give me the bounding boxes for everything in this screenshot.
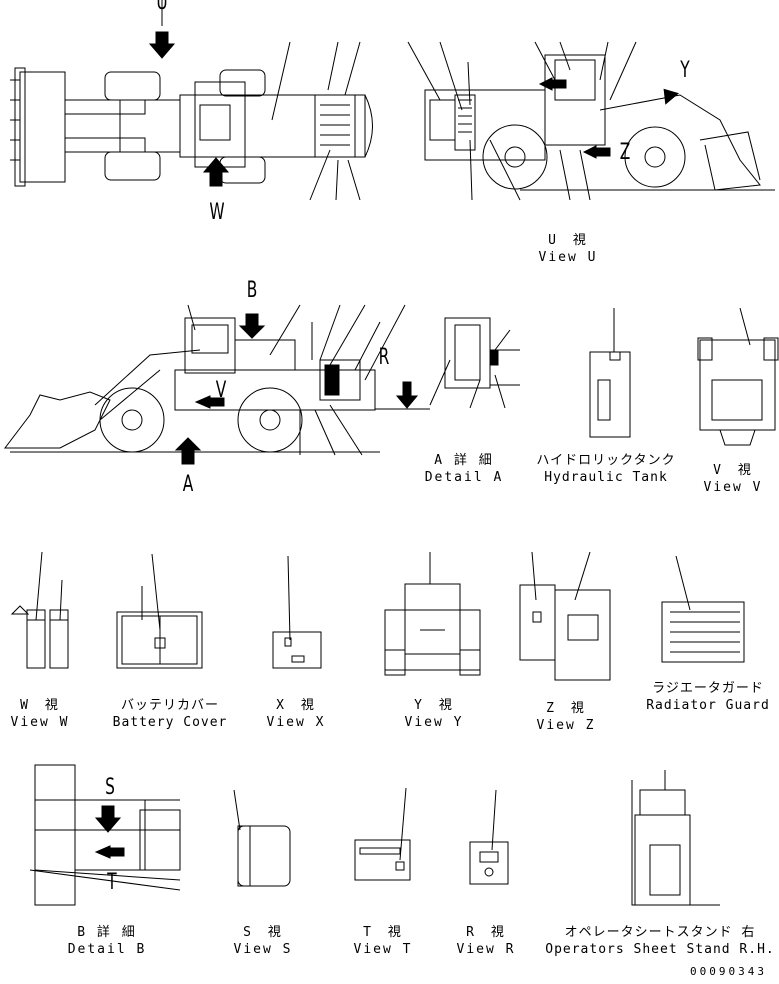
view-letter-t: T [107, 870, 117, 895]
view-letter-y: Y [680, 58, 690, 83]
loader-top-view [10, 0, 373, 200]
detail-a-drawing [430, 318, 520, 408]
view-letter-w: W [209, 200, 225, 225]
radiator-guard-drawing [662, 556, 744, 662]
view-letter-r: R [378, 345, 390, 370]
view-letter-b: B [246, 278, 258, 303]
view-w-drawing [12, 552, 68, 668]
battery-cover-drawing [117, 554, 202, 668]
view-letter-s: S [105, 775, 115, 800]
operator-seat-stand-drawing [632, 770, 720, 905]
hydraulic-tank-drawing [590, 308, 630, 437]
view-t-drawing [355, 788, 410, 880]
loader-side-view [5, 305, 430, 464]
view-letter-u: U [156, 0, 168, 15]
view-letter-z: Z [619, 140, 631, 165]
view-v-drawing [698, 308, 778, 445]
loader-view-u [408, 42, 775, 200]
view-y-drawing [385, 552, 480, 675]
view-z-drawing [520, 552, 610, 680]
detail-b-drawing [30, 765, 180, 905]
view-x-drawing [273, 556, 321, 668]
view-s-drawing [234, 790, 290, 886]
drawing-code: 00090343 [690, 965, 767, 978]
view-r-drawing [470, 790, 508, 884]
view-letter-a: A [182, 472, 194, 497]
view-letter-v: V [215, 378, 227, 403]
